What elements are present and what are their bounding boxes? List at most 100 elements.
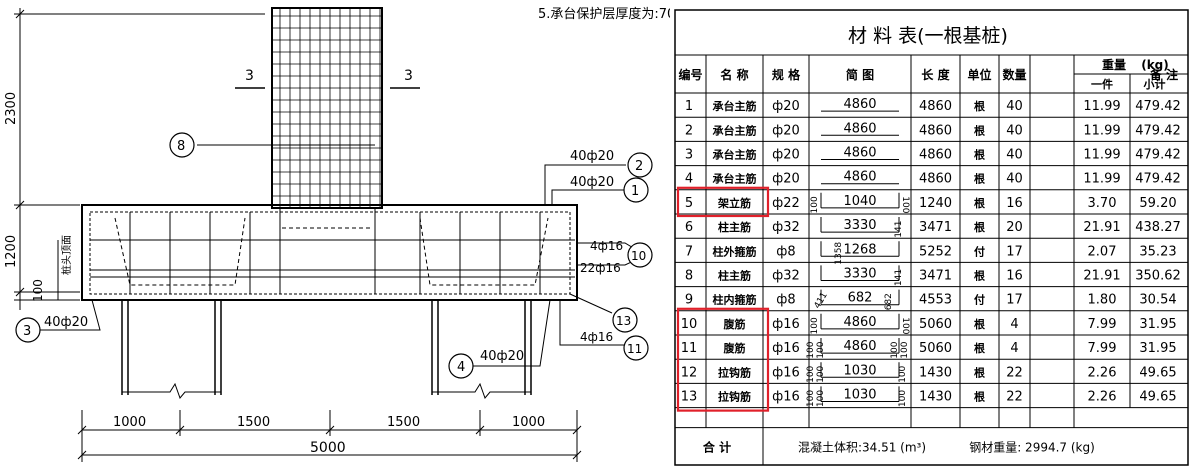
cell-spec: ф20 xyxy=(772,99,800,114)
dim-1500-right: 1500 xyxy=(387,415,420,430)
sketch-side-label: 100 xyxy=(898,390,908,407)
cell-subtotal: 350.62 xyxy=(1135,269,1181,284)
cell-name: 柱外箍筋 xyxy=(713,244,757,258)
cell-spec: ф32 xyxy=(772,220,800,235)
callout-3-text: 40ф20 xyxy=(44,315,88,330)
dim-1200: 1200 xyxy=(4,235,19,268)
cell-length: 4860 xyxy=(919,148,952,163)
dim-1000-right: 1000 xyxy=(512,415,545,430)
footer-concrete: 混凝土体积:34.51 (m³) xyxy=(798,439,926,454)
section-mark-right: 3 xyxy=(404,68,413,84)
sketch-side-label: 100 xyxy=(900,196,910,213)
cell-qty: 4 xyxy=(1010,341,1018,356)
cell-subtotal: 479.42 xyxy=(1135,123,1181,138)
callout-2-number: 2 xyxy=(635,159,643,174)
cell-spec: ф20 xyxy=(772,148,800,163)
cell-unit: 根 xyxy=(974,269,986,283)
cell-qty: 40 xyxy=(1006,123,1023,138)
drawing-canvas: 5.承台保护层厚度为:70r 2300 1200 100 桩头顶面 3 3 xyxy=(4,6,681,462)
dim-100: 100 xyxy=(31,279,45,302)
cell-unit: 根 xyxy=(974,220,986,234)
cell-name: 架立筋 xyxy=(717,196,751,210)
cell-name: 承台主筋 xyxy=(713,172,757,186)
cell-length: 1430 xyxy=(919,365,952,380)
cell-name: 柱内箍筋 xyxy=(713,293,757,307)
cell-qty: 17 xyxy=(1006,244,1023,259)
cell-unit: 根 xyxy=(974,148,986,162)
vertical-dimension xyxy=(14,8,265,310)
header-qty: 数量 xyxy=(1002,67,1026,82)
cell-unit: 根 xyxy=(974,390,986,404)
cell-name: 承台主筋 xyxy=(713,123,757,137)
sketch-side-label: 141 xyxy=(894,269,904,286)
cell-no: 11 xyxy=(681,341,698,356)
header-weight: 重量 xyxy=(1102,57,1126,72)
header-unit: 单位 xyxy=(967,67,991,82)
footer-total-label: 合 计 xyxy=(703,439,731,454)
cell-qty: 40 xyxy=(1006,172,1023,187)
piles xyxy=(121,300,532,399)
cell-no: 2 xyxy=(685,123,693,138)
cell-sketch: 1040 xyxy=(843,194,876,209)
cell-subtotal: 35.23 xyxy=(1139,244,1176,259)
cell-no: 6 xyxy=(685,220,693,235)
callout-1-number: 1 xyxy=(631,184,639,199)
dim-2300: 2300 xyxy=(4,92,19,125)
cell-subtotal: 49.65 xyxy=(1139,365,1176,380)
cell-length: 5252 xyxy=(919,244,952,259)
header-no: 编号 xyxy=(677,67,702,82)
cell-qty: 17 xyxy=(1006,293,1023,308)
sketch-side-label: 100 xyxy=(806,390,816,407)
sketch-side-label: 100 xyxy=(890,341,900,358)
sketch-side-label: 411 xyxy=(813,291,830,311)
cell-name: 柱主筋 xyxy=(718,269,751,283)
cell-each: 2.26 xyxy=(1088,390,1117,405)
callout-11-number: 11 xyxy=(627,342,642,356)
cell-length: 4860 xyxy=(919,172,952,187)
footer-steel: 钢材重量: 2994.7 (kg) xyxy=(969,440,1095,454)
cell-unit: 根 xyxy=(974,172,986,186)
cell-qty: 16 xyxy=(1006,269,1023,284)
header-remark: 备 注 xyxy=(1149,67,1178,82)
cell-unit: 根 xyxy=(974,123,986,137)
header-subtotal: 小计 xyxy=(1143,77,1166,91)
cell-name: 腹筋 xyxy=(724,317,746,331)
cell-spec: ф8 xyxy=(776,244,795,259)
sketch-side-label: 100 xyxy=(806,365,816,382)
cell-subtotal: 479.42 xyxy=(1135,172,1181,187)
cell-no: 8 xyxy=(685,269,693,284)
cell-sketch: 3330 xyxy=(843,218,876,233)
cell-no: 5 xyxy=(685,196,693,211)
cell-no: 13 xyxy=(681,390,698,405)
cell-length: 1240 xyxy=(919,196,952,211)
pile-cap-outline xyxy=(81,204,578,301)
cell-qty: 4 xyxy=(1010,317,1018,332)
sketch-side-label: 141 xyxy=(894,221,904,238)
material-table: 材 料 表(一根基桩) 编号名 称规 格简 图长 度单位数量备 注重量(kg)一… xyxy=(672,0,1191,467)
cell-qty: 22 xyxy=(1006,365,1023,380)
cell-qty: 20 xyxy=(1006,220,1023,235)
header-each: 一件 xyxy=(1091,77,1113,91)
header-name: 名 称 xyxy=(720,67,748,82)
cell-qty: 16 xyxy=(1006,196,1023,211)
cell-length: 3471 xyxy=(919,220,952,235)
cell-length: 1430 xyxy=(919,390,952,405)
callout-8-number: 8 xyxy=(177,139,185,154)
cell-each: 11.99 xyxy=(1083,172,1120,187)
cell-sketch: 4860 xyxy=(843,170,876,185)
cell-no: 4 xyxy=(685,172,693,187)
sketch-side-label: 100 xyxy=(816,365,826,382)
sketch-side-label: 1358 xyxy=(834,242,844,265)
highlight-row-5 xyxy=(676,186,770,218)
cell-subtotal: 31.95 xyxy=(1139,317,1176,332)
cell-unit: 付 xyxy=(974,293,985,307)
cell-subtotal: 479.42 xyxy=(1135,99,1181,114)
callout-1-text: 40ф20 xyxy=(570,175,614,190)
cell-each: 7.99 xyxy=(1088,341,1117,356)
